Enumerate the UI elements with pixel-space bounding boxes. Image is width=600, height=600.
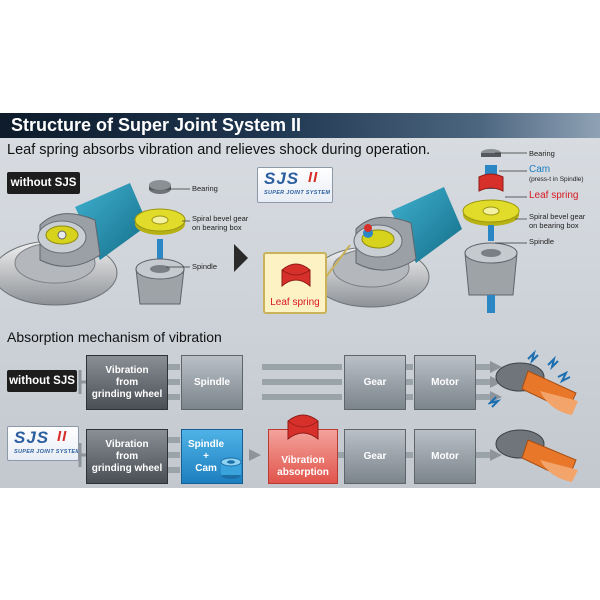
grinder-with-sjs-illustration (316, 187, 462, 308)
label-bearing-right: Bearing (529, 149, 555, 158)
sjs-logo-top: SJS II SUPER JOINT SYSTEM (257, 167, 333, 203)
row2-connector-arrows (78, 437, 502, 473)
row2-absorb-line1: Vibration (281, 455, 325, 466)
sjs-logo-subtext: SUPER JOINT SYSTEM (264, 190, 331, 196)
chevron-right-icon (234, 244, 248, 272)
without-sjs-row-tag: without SJS (7, 370, 77, 392)
row1-spindle-box: Spindle (181, 355, 243, 410)
row1-source-line2: from (115, 376, 139, 388)
row2-source-line2: from (115, 450, 139, 462)
page-title: Structure of Super Joint System II (11, 115, 302, 135)
leaf-spring-row-icon (287, 414, 319, 441)
row1-source-box: Vibration from grinding wheel (86, 355, 168, 410)
row1-source-line1: Vibration (105, 364, 149, 376)
row1-source-line3: grinding wheel (91, 388, 163, 400)
sjs-logo-row: SJS II SUPER JOINT SYSTEM (7, 426, 79, 461)
title-bar: Structure of Super Joint System II (0, 113, 600, 138)
row2-spindle-line2: + (203, 450, 209, 462)
sjs-logo-text: SJS (264, 169, 300, 188)
parts-stack-without-sjs (134, 180, 186, 305)
row2-absorption-box: Vibration absorption (268, 429, 338, 484)
row1-gear-box: Gear (344, 355, 406, 410)
label-gear-right-line1: Spiral bevel gear (529, 212, 586, 221)
leaf-spring-callout: Leaf spring (263, 252, 327, 314)
label-spindle-left: Spindle (192, 262, 218, 271)
label-cam: Cam (529, 164, 551, 175)
label-gear-right-line2: on bearing box (529, 221, 579, 230)
row1-motor-box: Motor (414, 355, 476, 410)
row2-motor-box: Motor (414, 429, 476, 484)
leaf-spring-callout-label: Leaf spring (270, 297, 320, 308)
parts-stack-with-sjs (462, 149, 520, 313)
row2-spindle-line1: Spindle (188, 438, 225, 450)
row2-absorb-line2: absorption (277, 467, 329, 478)
label-gear-left-line2: on bearing box (192, 223, 242, 232)
label-bearing-left: Bearing (192, 184, 218, 193)
label-spindle-right: Spindle (529, 237, 555, 246)
row2-hand-calm-illustration (495, 429, 578, 482)
sjs-logo-row-text: SJS (14, 428, 50, 447)
sjs-logo-roman: II (308, 169, 319, 186)
callout-pointer (325, 245, 351, 278)
leaf-spring-icon (281, 263, 311, 288)
row2-source-line1: Vibration (105, 438, 149, 450)
without-sjs-tag: without SJS (7, 172, 80, 194)
diagram-panel: Structure of Super Joint System II Leaf … (0, 113, 600, 488)
cam-icon (220, 457, 242, 479)
label-gear-left-line1: Spiral bevel gear (192, 214, 249, 223)
row2-spindle-line3: Cam (195, 462, 217, 474)
row2-source-line3: grinding wheel (91, 462, 163, 474)
sjs-logo-row-subtext: SUPER JOINT SYSTEM (14, 449, 79, 455)
row1-hand-vibration-illustration (488, 349, 578, 415)
left-leader-lines (166, 188, 190, 268)
grinder-without-sjs-illustration (0, 183, 148, 306)
section-title: Absorption mechanism of vibration (7, 329, 222, 345)
row2-source-box: Vibration from grinding wheel (86, 429, 168, 484)
right-leader-lines (495, 152, 527, 244)
sjs-logo-row-roman: II (57, 428, 68, 445)
row1-connector-arrows (78, 361, 502, 403)
label-cam-note: (press-t in Spindle) (529, 176, 584, 183)
label-leaf-spring: Leaf spring (529, 190, 579, 201)
row2-gear-box: Gear (344, 429, 406, 484)
subtitle: Leaf spring absorbs vibration and reliev… (7, 142, 431, 158)
row2-spindle-cam-box: Spindle + Cam (181, 429, 243, 484)
